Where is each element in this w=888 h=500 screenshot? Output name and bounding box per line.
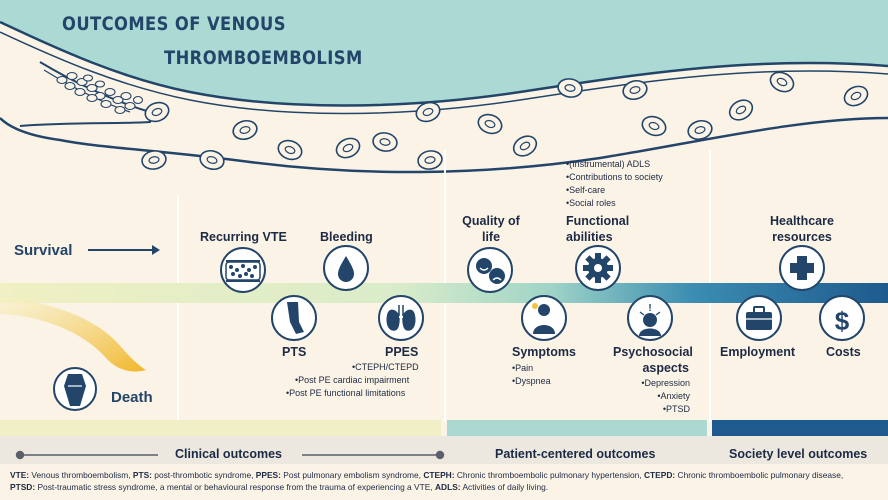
psychosocial-line: Psychosocial (613, 345, 693, 359)
footnote-abbr: CTEPD: (644, 470, 676, 480)
symptoms-item: •Pain (512, 363, 534, 373)
quality-of-life-line: Quality of (462, 214, 520, 228)
psychosocial-item: •PTSD (662, 404, 690, 414)
footnote-text: Venous thromboembolism, (29, 470, 133, 480)
vessel-bottom-wall (0, 116, 888, 174)
psychosocial-label: Psychosocial aspects (613, 344, 693, 376)
clinical-connector (15, 450, 445, 460)
footnote-text: post-thrombotic syndrome, (151, 470, 256, 480)
category-clinical: Clinical outcomes (175, 447, 282, 461)
survival-label: Survival (14, 242, 73, 259)
symptoms-label: Symptoms (512, 345, 576, 359)
vessel-top-wall-inner (0, 31, 888, 115)
functional-abilities-line: Functional (566, 214, 630, 228)
ppes-item: •CTEPH/CTEPD (352, 362, 419, 372)
pts-label: PTS (282, 345, 307, 359)
category-patient: Patient-centered outcomes (495, 447, 656, 461)
death-label: Death (111, 389, 153, 406)
vessel-lumen (0, 22, 888, 173)
functional-item: •Self-care (566, 185, 606, 195)
category-society: Society level outcomes (729, 447, 868, 461)
quality-of-life-label: Quality of life (462, 213, 520, 245)
functional-item: •(Instrumental) ADLS (566, 159, 651, 169)
costs-label: Costs (826, 345, 861, 359)
band-society (712, 420, 888, 436)
costs-dollar-icon (819, 295, 865, 341)
ppes-item: •Post PE cardiac impairment (295, 375, 410, 385)
thrombus (56, 71, 144, 115)
footnote-abbr: PTS: (132, 470, 152, 480)
footnote-text: Activities of daily living. (460, 481, 549, 492)
functional-abilities-line: abilities (566, 230, 613, 244)
footnote-abbr: PTSD: (10, 481, 36, 492)
title-line-2: THROMBOEMBOLISM (164, 47, 363, 69)
ppes-item: •Post PE functional limitations (286, 388, 406, 398)
footnote-abbr: VTE: (10, 470, 30, 480)
death-curve (0, 298, 146, 372)
abbreviations-footnote: VTE: Venous thromboembolism, PTS: post-t… (10, 470, 870, 493)
band-clinical (0, 420, 441, 436)
bleeding-label: Bleeding (320, 230, 373, 244)
footnote-text: Post-traumatic stress syndrome, a mental… (35, 481, 435, 492)
footnote-text: Chronic thromboembolic pulmonary hyperte… (454, 470, 644, 480)
functional-item: •Social roles (566, 198, 616, 208)
footnote-abbr: PPES: (255, 470, 281, 480)
title-line-1: OUTCOMES OF VENOUS (62, 13, 286, 35)
svg-text:!: ! (648, 303, 651, 314)
vessel-top-wall (0, 20, 888, 107)
functional-item: •Contributions to society (566, 172, 663, 182)
functional-abilities-label: Functional abilities (566, 213, 629, 245)
survival-arrow (88, 245, 160, 255)
quality-of-life-line: life (481, 230, 501, 244)
psychosocial-item: •Anxiety (657, 391, 690, 401)
psychosocial-line: aspects (642, 361, 689, 375)
ppes-label: PPES (385, 345, 419, 359)
ppes-lungs-icon (378, 295, 424, 341)
footnote-text: Chronic thromboembolic pulmonary disease… (675, 470, 844, 480)
footnote-abbr: ADLS: (434, 481, 461, 492)
healthcare-line: Healthcare (770, 214, 834, 228)
healthcare-line: resources (772, 230, 832, 244)
psychosocial-item: •Depression (641, 378, 690, 388)
survival-track (0, 283, 888, 303)
footnote-abbr: CTEPH: (423, 470, 455, 480)
recurring-vte-label: Recurring VTE (200, 230, 287, 244)
svg-text:$: $ (835, 306, 850, 336)
category-strip (0, 436, 888, 464)
band-patient (447, 420, 707, 436)
top-teal-background (0, 0, 888, 114)
symptoms-item: •Dyspnea (512, 376, 551, 386)
healthcare-resources-label: Healthcare resources (762, 213, 842, 245)
employment-label: Employment (720, 345, 796, 359)
footnote-text: Post pulmonary embolism syndrome, (280, 470, 424, 480)
